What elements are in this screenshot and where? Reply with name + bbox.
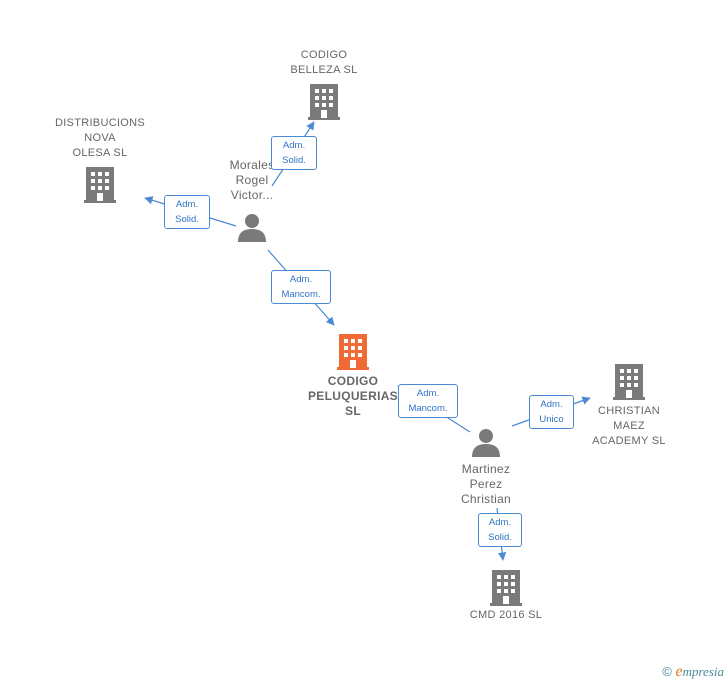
building-icon [337, 334, 369, 370]
building-icon [613, 364, 645, 400]
building-icon [84, 167, 116, 203]
copyright-icon: © [662, 664, 672, 679]
edge-label-morales-distribuciones[interactable]: Adm. Solid. [164, 195, 210, 229]
building-icon [490, 570, 522, 606]
edge-label-morales-codigo-belleza[interactable]: Adm. Solid. [271, 136, 317, 170]
edge-label-martinez-christian-maez[interactable]: Adm. Unico [529, 395, 574, 429]
node-label: CMD 2016 SL [469, 609, 543, 621]
node-morales-rogel-victor[interactable]: Morales Rogel Victor... [210, 158, 294, 243]
node-label: Martinez Perez Christian [460, 462, 512, 506]
edge-label-martinez-cmd2016[interactable]: Adm. Solid. [478, 513, 522, 547]
edge-label-morales-codigo-peluquerias[interactable]: Adm. Mancom. [271, 270, 331, 304]
brand-logo: empresia [675, 663, 724, 680]
copyright-footer: © empresia [662, 663, 724, 681]
node-label: CHRISTIAN MAEZ ACADEMY SL [592, 405, 666, 447]
node-label: CODIGO BELLEZA SL [290, 49, 358, 76]
node-codigo-belleza[interactable]: CODIGO BELLEZA SL [266, 48, 382, 120]
edge-label-martinez-codigo-peluquerias[interactable]: Adm. Mancom. [398, 384, 458, 418]
node-martinez-perez-christian[interactable]: Martinez Perez Christian [444, 428, 528, 507]
person-icon [238, 214, 266, 242]
person-icon [472, 429, 500, 457]
node-christian-maez-academy[interactable]: CHRISTIAN MAEZ ACADEMY SL [572, 364, 686, 449]
node-label: Morales Rogel Victor... [229, 158, 275, 202]
node-distribuciones-nova-olesa[interactable]: DISTRIBUCIONS NOVA OLESA SL [40, 116, 160, 203]
node-codigo-peluquerias[interactable]: CODIGO PELUQUERIAS SL [296, 334, 410, 419]
node-label: DISTRIBUCIONS NOVA OLESA SL [54, 117, 146, 159]
node-label: CODIGO PELUQUERIAS SL [308, 374, 398, 418]
node-cmd-2016[interactable]: CMD 2016 SL [454, 570, 558, 623]
building-icon [308, 84, 340, 120]
